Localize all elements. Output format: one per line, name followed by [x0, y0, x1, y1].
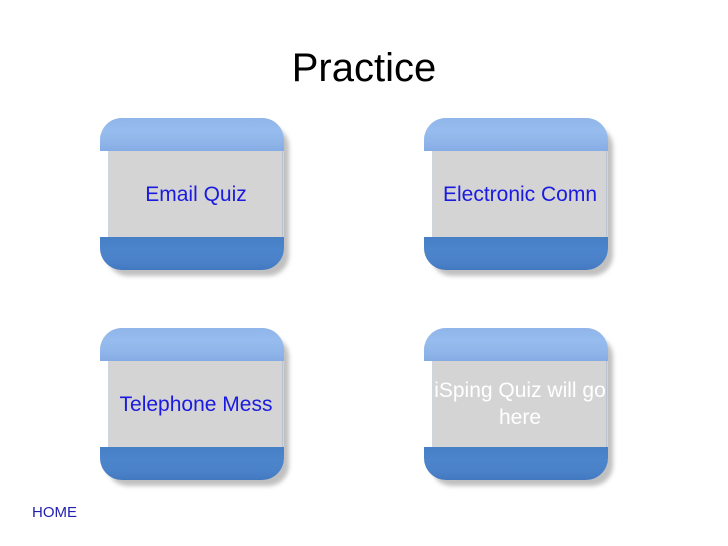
button-panel [100, 361, 284, 447]
button-right-edge [606, 361, 607, 447]
button-panel [100, 151, 284, 237]
button-left-edge [108, 361, 109, 447]
button-isping-quiz-placeholder[interactable]: iSping Quiz will go here [424, 328, 608, 480]
button-bottom-band [100, 447, 284, 480]
page-title: Practice [291, 46, 437, 90]
button-right-edge [606, 151, 607, 237]
button-top-band [100, 328, 284, 361]
button-label: iSping Quiz will go here [434, 379, 606, 429]
button-label: Telephone Mess [119, 392, 273, 416]
button-bottom-band [424, 237, 608, 270]
button-left-edge [432, 151, 433, 237]
button-bottom-band [100, 237, 284, 270]
button-top-band [424, 328, 608, 361]
button-panel [424, 361, 608, 447]
button-label: Email Quiz [145, 182, 247, 206]
button-right-edge [282, 361, 283, 447]
button-left-strip [424, 151, 432, 237]
button-left-strip [100, 361, 108, 447]
button-left-edge [108, 151, 109, 237]
button-panel [424, 151, 608, 237]
button-bottom-band [424, 447, 608, 480]
button-label: Electronic Comn [442, 182, 598, 206]
button-email-quiz[interactable]: Email Quiz [100, 118, 284, 270]
button-top-band [424, 118, 608, 151]
button-left-strip [424, 361, 432, 447]
button-top-band [100, 118, 284, 151]
button-left-strip [100, 151, 108, 237]
button-electronic-comn[interactable]: Electronic Comn [424, 118, 608, 270]
button-telephone-mess[interactable]: Telephone Mess [100, 328, 284, 480]
button-right-edge [282, 151, 283, 237]
home-link[interactable]: HOME [32, 504, 77, 521]
button-left-edge [432, 361, 433, 447]
